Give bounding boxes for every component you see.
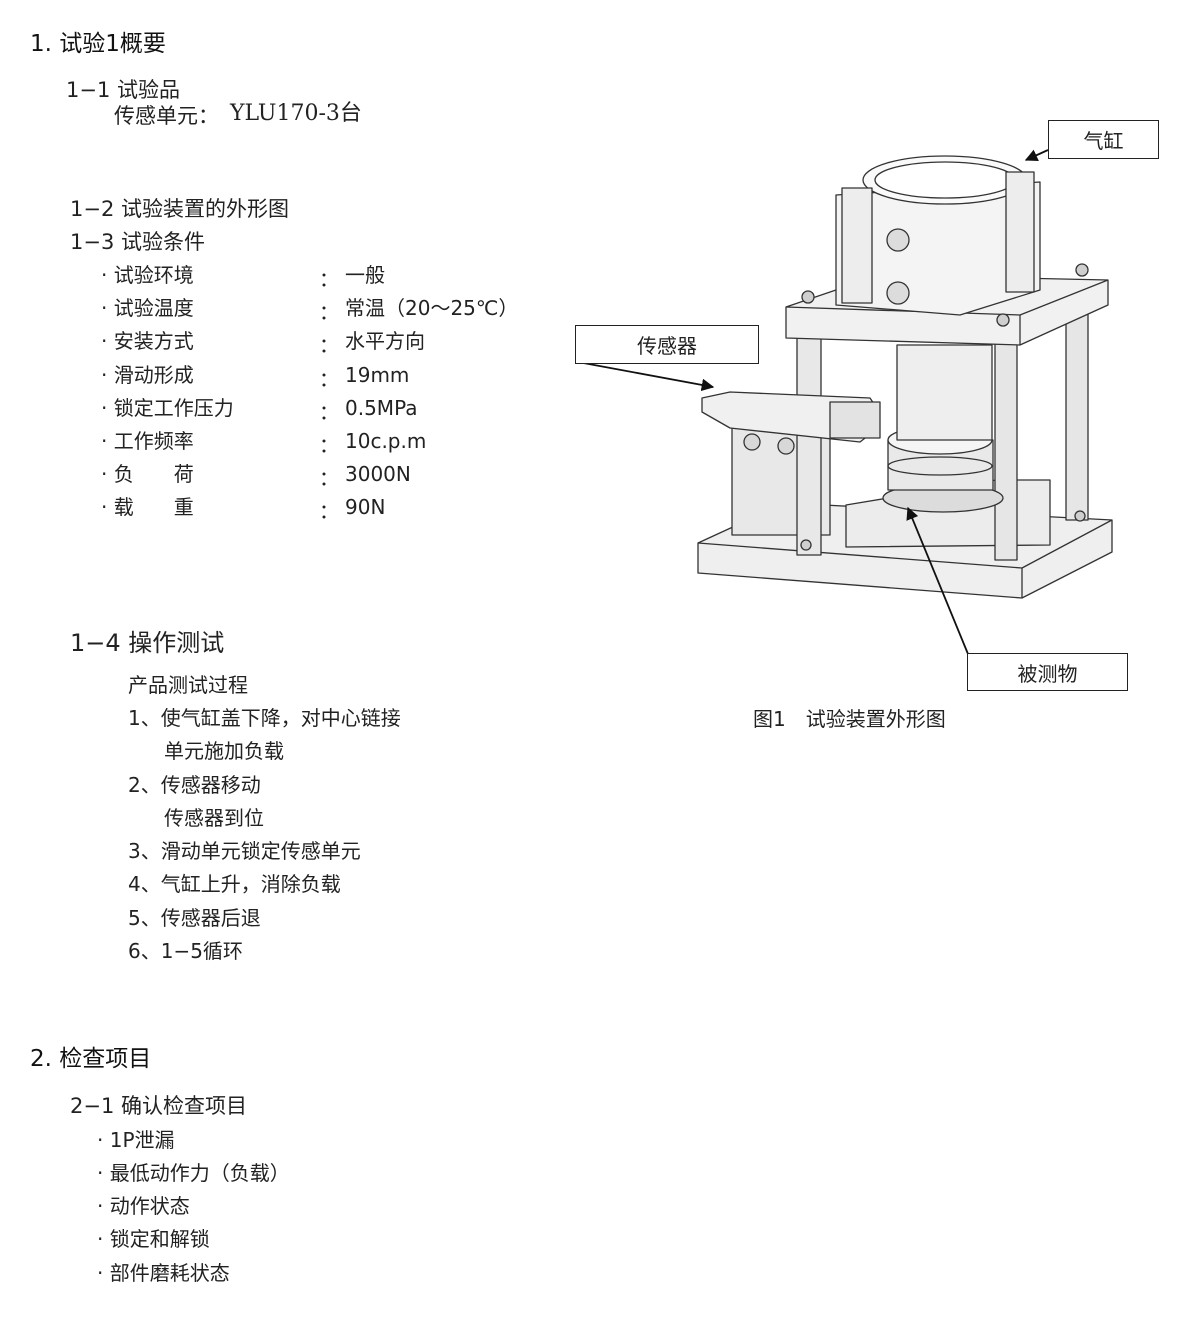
- step-text: 单元施加负载: [164, 739, 284, 763]
- condition-label: · 负 荷: [101, 462, 194, 486]
- subsection-1-3-heading: 1−3 试验条件: [70, 230, 205, 254]
- cylinder-arrow: [1024, 149, 1049, 162]
- rear-column: [994, 319, 1018, 561]
- condition-sep: ：: [319, 367, 339, 391]
- condition-sep: ：: [319, 499, 339, 523]
- condition-value: 一般: [345, 263, 385, 287]
- condition-value: 10c.p.m: [345, 429, 427, 453]
- condition-value: 19mm: [345, 363, 410, 387]
- callout-sensor: 传感器: [575, 325, 759, 364]
- test-item-value: YLU170-3台: [230, 101, 362, 126]
- condition-sep: ：: [319, 267, 339, 291]
- condition-label: · 工作频率: [101, 429, 194, 453]
- condition-label: · 试验环境: [101, 263, 194, 287]
- step-text: 6、1−5循环: [128, 939, 243, 963]
- step-text: 2、传感器移动: [128, 773, 261, 797]
- inspection-item: · 最低动作力（负载）: [97, 1161, 290, 1185]
- callout-cylinder: 气缸: [1048, 120, 1159, 159]
- condition-value: 水平方向: [345, 329, 425, 353]
- front-column: [796, 334, 822, 556]
- condition-sep: ：: [319, 300, 339, 324]
- condition-sep: ：: [319, 333, 339, 357]
- inspection-item: · 1P泄漏: [97, 1128, 175, 1152]
- inspection-item: · 动作状态: [97, 1194, 190, 1218]
- piston-rod: [896, 344, 993, 441]
- section-2-title: 2. 检查项目: [30, 1046, 152, 1072]
- test-item-label: 传感单元：: [114, 104, 219, 128]
- figure-caption: 图1 试验装置外形图: [753, 707, 946, 731]
- subsection-2-1-heading: 2−1 确认检查项目: [70, 1094, 247, 1118]
- sensor-arrow: [577, 361, 715, 392]
- condition-label: · 滑动形成: [101, 363, 194, 387]
- condition-value: 90N: [345, 495, 386, 519]
- air-fitting: [886, 281, 910, 305]
- condition-label: · 安装方式: [101, 329, 194, 353]
- condition-value: 3000N: [345, 462, 411, 486]
- section-1-title: 1. 试验1概要: [30, 31, 166, 57]
- step-text: 1、使气缸盖下降，对中心链接: [128, 706, 401, 730]
- step-text: 传感器到位: [164, 806, 264, 830]
- condition-sep: ：: [319, 400, 339, 424]
- condition-label: · 试验温度: [101, 296, 194, 320]
- condition-label: · 载 重: [101, 495, 194, 519]
- inspection-item: · 锁定和解锁: [97, 1227, 210, 1251]
- step-text: 4、气缸上升，消除负载: [128, 872, 341, 896]
- callout-object: 被测物: [967, 653, 1128, 691]
- rear-column: [1065, 304, 1089, 521]
- subsection-1-1-heading: 1−1 试验品: [66, 78, 180, 102]
- inspection-item: · 部件磨耗状态: [97, 1261, 230, 1285]
- condition-value: 0.5MPa: [345, 396, 418, 420]
- object-arrow: [906, 506, 969, 655]
- step-text: 5、传感器后退: [128, 906, 261, 930]
- operation-intro: 产品测试过程: [128, 673, 248, 697]
- step-text: 3、滑动单元锁定传感单元: [128, 839, 361, 863]
- air-fitting: [886, 228, 910, 252]
- subsection-1-4-heading: 1−4 操作测试: [70, 629, 225, 657]
- subsection-1-2-heading: 1−2 试验装置的外形图: [70, 197, 289, 221]
- condition-label: · 锁定工作压力: [101, 396, 234, 420]
- apparatus-drawing: [697, 155, 1113, 599]
- condition-sep: ：: [319, 466, 339, 490]
- condition-sep: ：: [319, 433, 339, 457]
- condition-value: 常温（20～25℃）: [345, 296, 519, 320]
